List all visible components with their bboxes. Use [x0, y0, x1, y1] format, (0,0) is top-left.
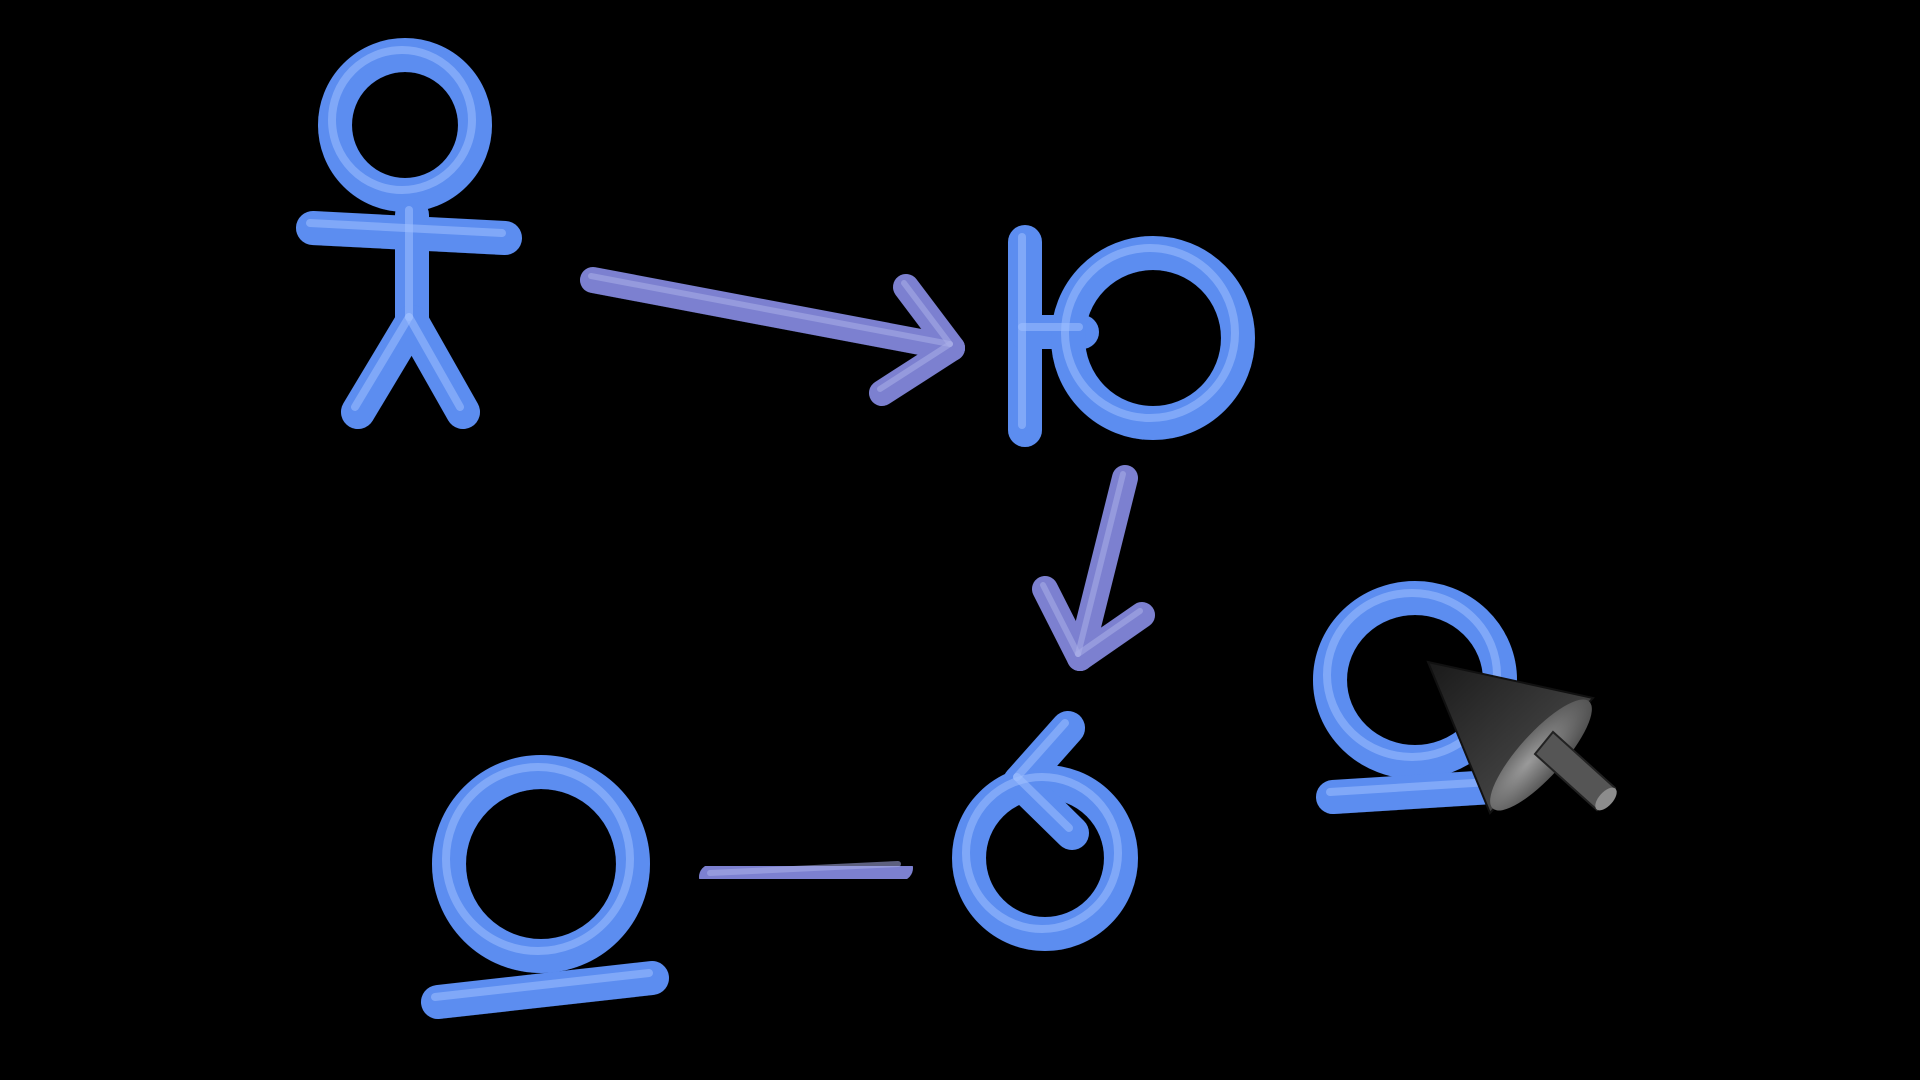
- connection-highlight: [588, 273, 953, 392]
- node-highlight: [1018, 233, 1239, 429]
- line-entity-to-control[interactable]: [699, 855, 913, 890]
- node-highlight: [306, 46, 506, 411]
- node-highlight: [1323, 589, 1501, 796]
- node-highlight: [431, 763, 653, 1001]
- entity-class-icon[interactable]: [421, 755, 669, 1019]
- arrow-boundary-to-control[interactable]: [1032, 465, 1155, 671]
- connection-highlight: [707, 861, 901, 876]
- node-highlight: [962, 719, 1122, 933]
- mouse-cursor-3d-icon: [1426, 660, 1617, 815]
- connection-highlight: [1040, 471, 1143, 657]
